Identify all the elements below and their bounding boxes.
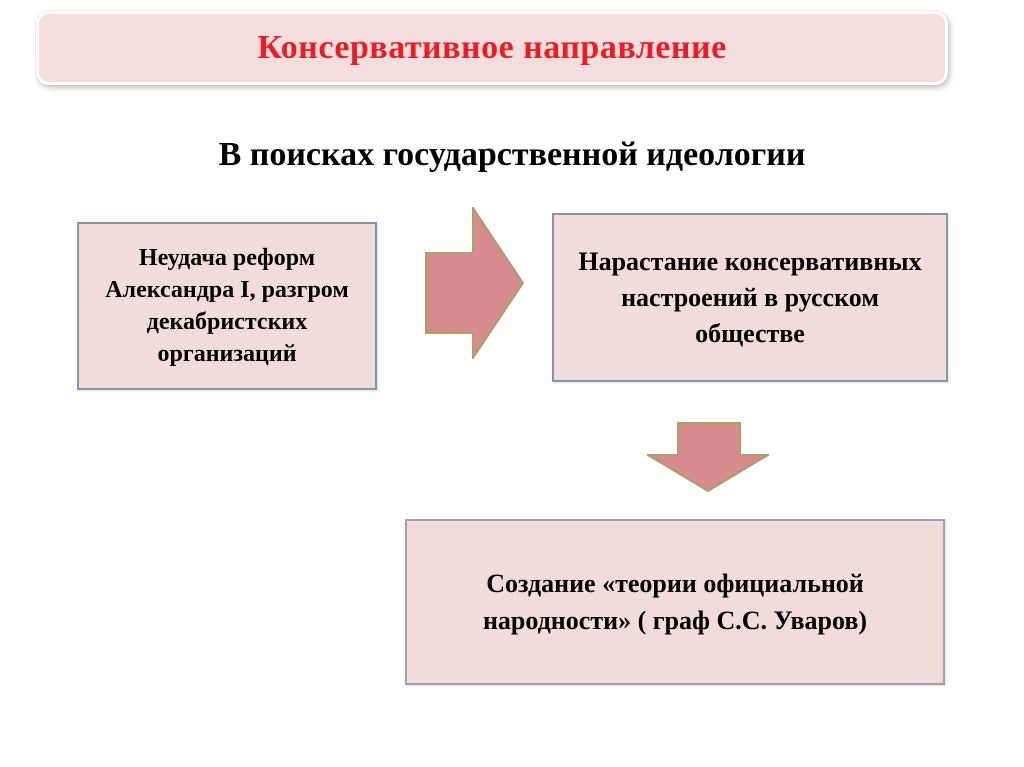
header-banner: Консервативное направление xyxy=(36,11,948,85)
result-box: Создание «теории официальной народности»… xyxy=(405,519,945,685)
result-box-text: Создание «теории официальной народности»… xyxy=(482,569,868,635)
slide-title: В поисках государственной идеологии xyxy=(218,136,806,173)
down-arrow-icon xyxy=(647,422,769,492)
cause-box: Неудача реформ Александра I, разгром дек… xyxy=(77,222,377,390)
effect-box-text: Нарастание консервативных настроений в р… xyxy=(578,246,922,348)
cause-box-text: Неудача реформ Александра I, разгром дек… xyxy=(105,245,349,367)
effect-box: Нарастание консервативных настроений в р… xyxy=(552,213,948,382)
header-banner-label: Консервативное направление xyxy=(257,29,727,66)
right-arrow-icon xyxy=(425,207,525,359)
